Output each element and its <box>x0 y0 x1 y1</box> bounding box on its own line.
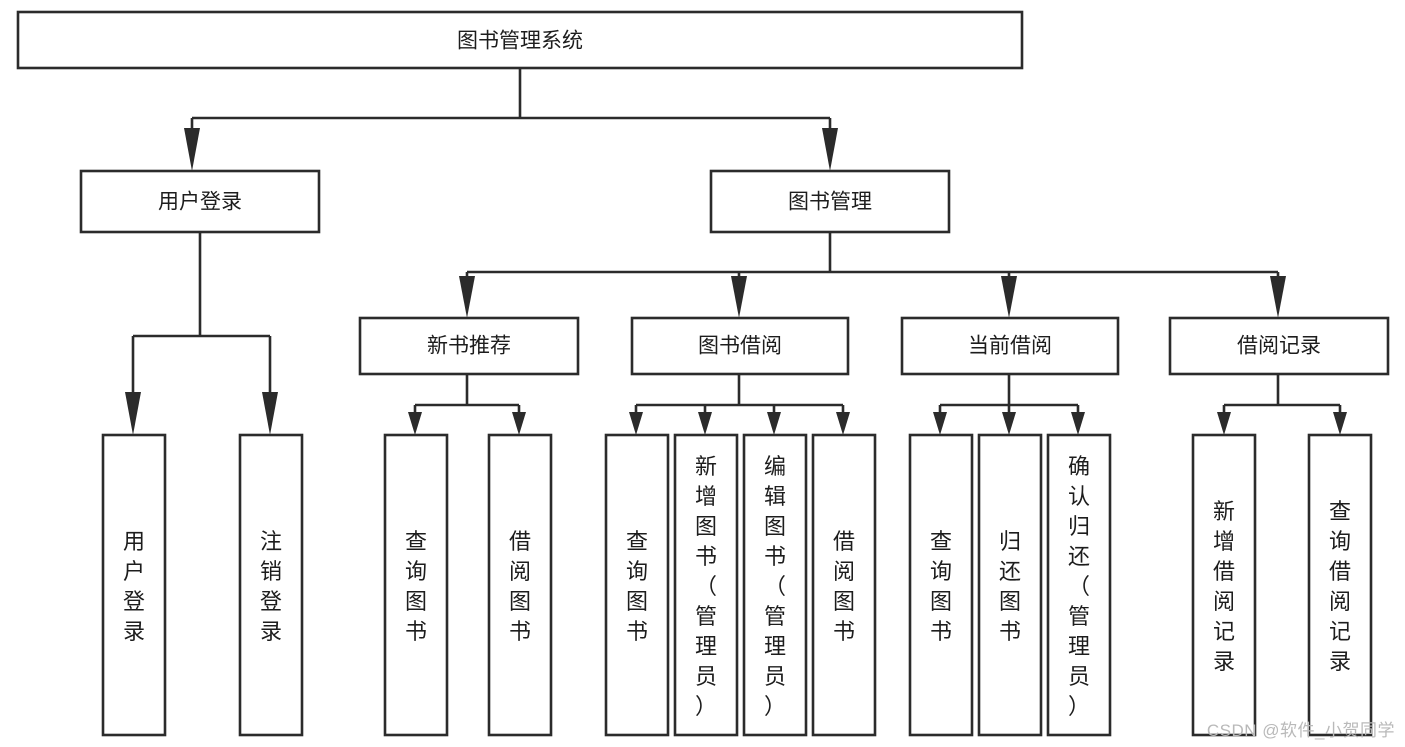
arrow-head-br-add-record <box>1217 412 1231 435</box>
node-leaf-br-query-record[interactable]: 查询借阅记录 <box>1307 433 1373 737</box>
node-box-book-management[interactable] <box>709 169 951 234</box>
node-box-leaf-cb-return-book[interactable] <box>977 433 1043 737</box>
node-box-leaf-user-login[interactable] <box>101 433 167 737</box>
node-leaf-bb-add-book[interactable]: 新增图书（管理员） <box>673 433 739 737</box>
arrow-head-leaf-logout <box>262 392 278 435</box>
node-box-leaf-br-add-record[interactable] <box>1191 433 1257 737</box>
node-box-leaf-nb-query-book[interactable] <box>383 433 449 737</box>
node-current-borrow[interactable]: 当前借阅 <box>900 316 1120 376</box>
arrow-head-bb-query-book <box>629 412 643 435</box>
node-leaf-cb-confirm-return[interactable]: 确认归还（管理员） <box>1046 433 1112 737</box>
node-label-leaf-cb-query-book: 查询图书 <box>930 529 952 644</box>
node-root-system[interactable]: 图书管理系统 <box>16 10 1024 70</box>
node-label-leaf-logout: 注销登录 <box>260 529 282 644</box>
node-box-leaf-bb-borrow-book[interactable] <box>811 433 877 737</box>
node-box-leaf-cb-query-book[interactable] <box>908 433 974 737</box>
node-label-leaf-cb-confirm-return: 确认归还（管理员） <box>1068 454 1090 719</box>
node-leaf-cb-return-book[interactable]: 归还图书 <box>977 433 1043 737</box>
node-label-leaf-br-add-record: 新增借阅记录 <box>1213 499 1235 674</box>
node-new-book-recommend[interactable]: 新书推荐 <box>358 316 580 376</box>
node-leaf-nb-borrow-book[interactable]: 借阅图书 <box>487 433 553 737</box>
arrow-head-nb-borrow-book <box>512 412 526 435</box>
arrow-head-leaf-user-login <box>125 392 141 435</box>
node-label-book-management: 图书管理 <box>788 191 872 214</box>
node-box-new-book-recommend[interactable] <box>358 316 580 376</box>
node-box-leaf-bb-add-book[interactable] <box>673 433 739 737</box>
node-label-leaf-bb-query-book: 查询图书 <box>626 529 648 644</box>
node-book-borrow[interactable]: 图书借阅 <box>630 316 850 376</box>
node-leaf-nb-query-book[interactable]: 查询图书 <box>383 433 449 737</box>
node-box-leaf-cb-confirm-return[interactable] <box>1046 433 1112 737</box>
arrow-head-bb-borrow-book <box>836 412 850 435</box>
node-box-book-borrow[interactable] <box>630 316 850 376</box>
node-label-current-borrow: 当前借阅 <box>968 335 1052 358</box>
arrow-head-cb-return-book <box>1002 412 1016 435</box>
arrow-head-book-borrow <box>731 276 747 318</box>
arrow-head-new-book-recommend <box>459 276 475 318</box>
node-leaf-br-add-record[interactable]: 新增借阅记录 <box>1191 433 1257 737</box>
node-box-borrow-record[interactable] <box>1168 316 1390 376</box>
arrow-head-br-query-record <box>1333 412 1347 435</box>
node-box-root[interactable] <box>16 10 1024 70</box>
node-box-current-borrow[interactable] <box>900 316 1120 376</box>
node-user-login[interactable]: 用户登录 <box>79 169 321 234</box>
arrow-head-bb-add-book <box>698 412 712 435</box>
node-box-user-login[interactable] <box>79 169 321 234</box>
node-label-leaf-user-login: 用户登录 <box>123 529 145 644</box>
node-label-leaf-cb-return-book: 归还图书 <box>999 529 1021 644</box>
edges-layer <box>125 68 1347 435</box>
arrow-head-nb-query-book <box>408 412 422 435</box>
arrow-head-cb-confirm-return <box>1071 412 1085 435</box>
node-box-leaf-br-query-record[interactable] <box>1307 433 1373 737</box>
node-leaf-user-login[interactable]: 用户登录 <box>101 433 167 737</box>
node-leaf-bb-edit-book[interactable]: 编辑图书（管理员） <box>742 433 808 737</box>
node-box-leaf-nb-borrow-book[interactable] <box>487 433 553 737</box>
node-label-root: 图书管理系统 <box>457 30 583 53</box>
node-label-borrow-record: 借阅记录 <box>1237 335 1321 358</box>
node-label-user-login: 用户登录 <box>158 191 242 214</box>
node-label-leaf-bb-add-book: 新增图书（管理员） <box>695 454 717 719</box>
node-box-leaf-bb-query-book[interactable] <box>604 433 670 737</box>
node-book-management[interactable]: 图书管理 <box>709 169 951 234</box>
arrow-head-cb-query-book <box>933 412 947 435</box>
node-label-leaf-br-query-record: 查询借阅记录 <box>1329 499 1351 674</box>
node-label-book-borrow: 图书借阅 <box>698 335 782 358</box>
arrow-head-bb-edit-book <box>767 412 781 435</box>
node-leaf-bb-borrow-book[interactable]: 借阅图书 <box>811 433 877 737</box>
node-label-leaf-nb-borrow-book: 借阅图书 <box>509 529 531 644</box>
node-label-leaf-bb-edit-book: 编辑图书（管理员） <box>764 454 786 719</box>
node-leaf-bb-query-book[interactable]: 查询图书 <box>604 433 670 737</box>
node-label-leaf-bb-borrow-book: 借阅图书 <box>833 529 855 644</box>
node-borrow-record[interactable]: 借阅记录 <box>1168 316 1390 376</box>
node-box-leaf-logout[interactable] <box>238 433 304 737</box>
node-leaf-logout[interactable]: 注销登录 <box>238 433 304 737</box>
node-label-leaf-nb-query-book: 查询图书 <box>405 529 427 644</box>
arrow-head-borrow-record <box>1270 276 1286 318</box>
arrow-head-user-login <box>184 128 200 171</box>
node-box-leaf-bb-edit-book[interactable] <box>742 433 808 737</box>
arrow-head-current-borrow <box>1001 276 1017 318</box>
node-leaf-cb-query-book[interactable]: 查询图书 <box>908 433 974 737</box>
node-label-new-book-recommend: 新书推荐 <box>427 335 511 358</box>
arrow-head-book-manage <box>822 128 838 171</box>
